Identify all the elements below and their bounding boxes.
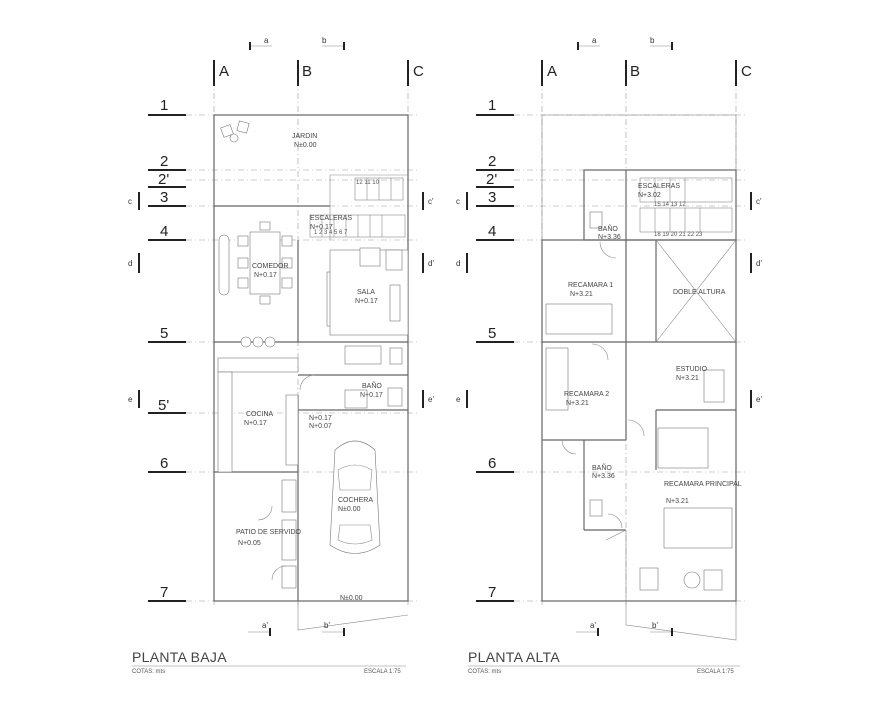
section-mark-b: b <box>322 36 327 45</box>
room-jardin: JARDIN <box>292 133 317 140</box>
room-estudio-level: N+3.21 <box>676 375 699 382</box>
axis-label-b: B <box>302 63 312 80</box>
section-mark-dp-alta: d' <box>756 259 762 268</box>
row-label-4-alta: 4 <box>488 223 496 240</box>
level-entrance: N±0.00 <box>340 595 363 602</box>
room-recamara-1-level: N+3.21 <box>570 291 593 298</box>
room-recamara-principal-level: N+3.21 <box>666 498 689 505</box>
car-icon <box>329 440 381 554</box>
section-mark-d: d <box>128 259 132 268</box>
axis-label-a-alta: A <box>547 63 557 80</box>
section-mark-c-alta: c <box>456 197 460 206</box>
row-label-7-alta: 7 <box>488 584 496 601</box>
room-escaleras: ESCALERAS <box>310 215 352 222</box>
plan-title-baja: PLANTA BAJA <box>132 649 227 665</box>
section-mark-ap: a' <box>262 621 268 630</box>
stair-top-baja: 12 11 10 <box>356 180 380 186</box>
bed-recamara-2 <box>545 347 569 411</box>
planta-baja: A B C a b 1 2 2' 3 4 5 5' 6 7 <box>128 36 434 675</box>
room-comedor: COMEDOR <box>252 263 289 270</box>
row-label-4: 4 <box>160 223 168 240</box>
row-label-6: 6 <box>160 455 168 472</box>
room-recamara-1: RECAMARA 1 <box>568 282 613 289</box>
section-mark-cp-alta: c' <box>756 197 762 206</box>
room-doble-altura: DOBLE ALTURA <box>673 289 726 296</box>
level-hall-2: N+0.07 <box>309 423 332 430</box>
room-cocina-level: N+0.17 <box>244 420 267 427</box>
axis-label-a: A <box>219 63 229 80</box>
room-bano-alta: BAÑO <box>598 224 618 233</box>
room-bano-alta-level: N+3.36 <box>598 234 621 241</box>
room-sala-level: N+0.17 <box>355 298 378 305</box>
row-label-2p-alta: 2' <box>486 171 497 188</box>
stair-top-alta: 15 14 13 12 <box>654 202 686 208</box>
living-room-furniture <box>326 247 409 365</box>
section-mark-ep-alta: e' <box>756 395 762 404</box>
bed-principal <box>663 507 733 549</box>
room-bano-alta-2-level: N+3.36 <box>592 473 615 480</box>
section-mark-ap-alta: a' <box>590 621 596 630</box>
axis-label-c: C <box>413 63 424 80</box>
room-recamara-principal: RECAMARA PRINCIPAL <box>664 481 742 488</box>
section-mark-bp-alta: b' <box>652 621 658 630</box>
room-escaleras-alta-level: N+3.02 <box>638 192 661 199</box>
row-label-5: 5 <box>160 325 168 342</box>
room-patio: PATIO DE SERVIDO <box>236 529 302 536</box>
escala-baja: ESCALA 1:75 <box>364 669 401 675</box>
plan-title-alta: PLANTA ALTA <box>468 649 560 665</box>
row-label-3: 3 <box>160 189 168 206</box>
section-mark-cp: c' <box>428 197 434 206</box>
section-mark-a-alta: a <box>592 36 597 45</box>
cotas-alta: COTAS: mts <box>468 669 501 675</box>
bed-recamara-1 <box>545 303 613 335</box>
row-label-7: 7 <box>160 584 168 601</box>
room-jardin-level: N±0.00 <box>294 142 317 149</box>
room-bano-baja-level: N+0.17 <box>360 392 383 399</box>
axis-label-b-alta: B <box>630 63 640 80</box>
escala-alta: ESCALA 1:75 <box>697 669 734 675</box>
room-comedor-level: N+0.17 <box>254 272 277 279</box>
row-label-1: 1 <box>160 97 168 114</box>
room-cochera: COCHERA <box>338 497 373 504</box>
section-mark-c: c <box>128 197 132 206</box>
room-escaleras-level: N+0.17 <box>310 224 333 231</box>
room-cocina: COCINA <box>246 411 274 418</box>
section-mark-bp: b' <box>324 621 330 630</box>
room-patio-level: N+0.05 <box>238 540 261 547</box>
section-mark-e-alta: e <box>456 395 461 404</box>
room-estudio: ESTUDIO <box>676 366 708 373</box>
cotas-baja: COTAS: mts <box>132 669 165 675</box>
row-label-2: 2 <box>160 153 168 170</box>
room-escaleras-alta: ESCALERAS <box>638 183 680 190</box>
room-recamara-2-level: N+3.21 <box>566 400 589 407</box>
dining-table <box>218 221 293 305</box>
section-mark-d-alta: d <box>456 259 460 268</box>
row-label-2p: 2' <box>158 171 169 188</box>
section-mark-ep: e' <box>428 395 434 404</box>
section-mark-e: e <box>128 395 133 404</box>
row-label-3-alta: 3 <box>488 189 496 206</box>
stairs-baja <box>309 177 406 238</box>
stair-numbers-alta: 18 19 20 21 22 23 <box>654 232 703 238</box>
room-recamara-2: RECAMARA 2 <box>564 391 609 398</box>
room-bano-alta-2: BAÑO <box>592 463 612 472</box>
level-hall-1: N+0.17 <box>309 415 332 422</box>
stair-numbers-baja: 1 2 3 4 5 6 7 <box>314 230 348 236</box>
room-sala: SALA <box>357 289 375 296</box>
row-label-6-alta: 6 <box>488 455 496 472</box>
room-cochera-level: N±0.00 <box>338 506 361 513</box>
section-mark-dp: d' <box>428 259 434 268</box>
row-label-5p: 5' <box>158 397 169 414</box>
section-mark-a: a <box>264 36 269 45</box>
row-label-5-alta: 5 <box>488 325 496 342</box>
room-bano-baja: BAÑO <box>362 381 382 390</box>
planta-alta: A B C a b 1 2 2' 3 4 5 6 7 c c' d d' <box>456 36 762 675</box>
outer-walls-baja <box>213 114 409 602</box>
section-mark-b-alta: b <box>650 36 655 45</box>
axis-label-c-alta: C <box>741 63 752 80</box>
row-label-2-alta: 2 <box>488 153 496 170</box>
row-label-1-alta: 1 <box>488 97 496 114</box>
